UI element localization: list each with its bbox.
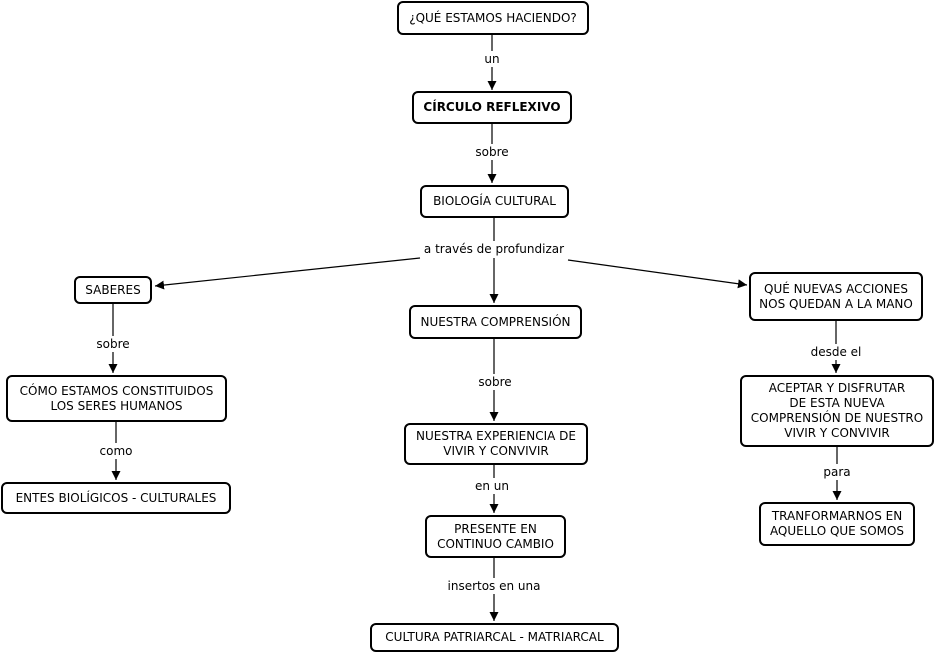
link-label-en-un: en un: [472, 478, 512, 494]
node-tranformarnos[interactable]: TRANFORMARNOS EN AQUELLO QUE SOMOS: [759, 502, 915, 546]
node-presente-en-continuo-cambio[interactable]: PRESENTE EN CONTINUO CAMBIO: [425, 515, 566, 558]
link-label-como: como: [97, 443, 135, 459]
node-nuestra-experiencia[interactable]: NUESTRA EXPERIENCIA DE VIVIR Y CONVIVIR: [404, 423, 588, 465]
node-nuestra-comprension[interactable]: NUESTRA COMPRENSIÓN: [409, 305, 582, 339]
node-saberes[interactable]: SABERES: [74, 276, 152, 304]
node-circulo-reflexivo[interactable]: CÍRCULO REFLEXIVO: [412, 91, 572, 124]
edge-line: [154, 257, 421, 290]
node-entes-biologicos-culturales[interactable]: ENTES BIOLÍGICOS - CULTURALES: [1, 482, 231, 514]
link-label-insertos-en-una: insertos en una: [445, 578, 543, 594]
link-label-sobre: sobre: [476, 374, 514, 390]
node-que-estamos-haciendo[interactable]: ¿QUÉ ESTAMOS HACIENDO?: [397, 1, 589, 35]
link-label-desde-el: desde el: [808, 344, 864, 360]
node-biologia-cultural[interactable]: BIOLOGÍA CULTURAL: [420, 185, 569, 218]
edge-line: [567, 259, 748, 289]
link-label-a-traves-de-profundizar: a través de profundizar: [421, 241, 567, 257]
link-label-sobre: sobre: [473, 144, 511, 160]
node-como-estamos-constituidos[interactable]: CÓMO ESTAMOS CONSTITUIDOS LOS SERES HUMA…: [6, 375, 227, 422]
node-que-nuevas-acciones[interactable]: QUÉ NUEVAS ACCIONES NOS QUEDAN A LA MANO: [749, 272, 923, 321]
link-label-para: para: [821, 464, 853, 480]
node-cultura-patriarcal-matriarcal[interactable]: CULTURA PATRIARCAL - MATRIARCAL: [370, 623, 619, 652]
link-label-un: un: [482, 51, 502, 67]
link-label-sobre: sobre: [94, 336, 132, 352]
node-aceptar-y-disfrutar[interactable]: ACEPTAR Y DISFRUTAR DE ESTA NUEVA COMPRE…: [740, 375, 934, 447]
